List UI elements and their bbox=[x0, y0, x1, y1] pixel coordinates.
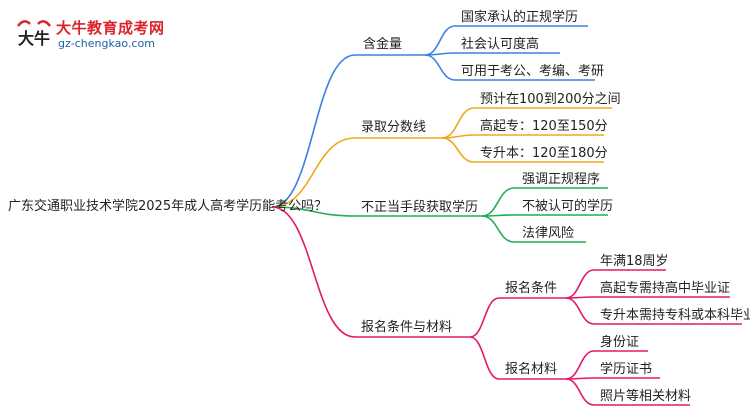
edge-value-3 bbox=[424, 54, 456, 81]
leaf-improper-2: 不被认可的学历 bbox=[522, 199, 614, 214]
leaf-score-2: 高起专：120至150分 bbox=[480, 119, 608, 134]
edge-value-1 bbox=[424, 25, 456, 56]
edge-improper-3 bbox=[481, 215, 515, 243]
leaf-score-3: 专升本：120至180分 bbox=[480, 146, 608, 161]
leaf-improper-3: 法律风险 bbox=[522, 226, 575, 241]
edge-score-1 bbox=[441, 107, 475, 139]
leaf-score-1: 预计在100到200分之间 bbox=[480, 92, 621, 107]
edge-root-application bbox=[271, 206, 356, 338]
edge-app-conditions bbox=[469, 297, 500, 338]
logo-mark-text: 大牛 bbox=[18, 29, 50, 48]
edge-root-improper bbox=[271, 206, 356, 217]
edge-mat-1 bbox=[565, 350, 595, 380]
branch-improper: 不正当手段获取学历 bbox=[361, 200, 479, 215]
edge-app-materials bbox=[469, 336, 500, 380]
edge-mat-3 bbox=[565, 378, 595, 406]
site-logo[interactable]: 大牛 大牛教育成考网 gz-chengkao.com bbox=[14, 14, 194, 54]
logo-url: gz-chengkao.com bbox=[58, 37, 155, 50]
leaf-cond-2: 高起专需持高中毕业证 bbox=[600, 281, 731, 296]
sub-materials: 报名材料 bbox=[505, 362, 558, 377]
edge-root-score bbox=[271, 137, 356, 208]
leaf-mat-2: 学历证书 bbox=[600, 362, 653, 377]
edge-improper-1 bbox=[481, 187, 515, 217]
leaf-cond-1: 年满18周岁 bbox=[600, 254, 669, 269]
leaf-cond-3: 专升本需持专科或本科毕业证 bbox=[600, 308, 750, 323]
leaf-mat-1: 身份证 bbox=[600, 335, 640, 350]
branch-score: 录取分数线 bbox=[361, 120, 427, 135]
edge-score-3 bbox=[441, 137, 475, 163]
edge-cond-1 bbox=[565, 269, 595, 299]
branch-value: 含金量 bbox=[363, 37, 403, 52]
logo-title: 大牛教育成考网 bbox=[56, 19, 165, 37]
edge-cond-3 bbox=[565, 297, 595, 325]
branch-application: 报名条件与材料 bbox=[361, 320, 453, 335]
edge-root-value bbox=[271, 54, 356, 208]
leaf-value-3: 可用于考公、考编、考研 bbox=[461, 64, 605, 79]
leaf-value-2: 社会认可度高 bbox=[461, 37, 540, 52]
root-topic: 广东交通职业技术学院2025年成人高考学历能考公吗？ bbox=[8, 199, 328, 214]
bull-logo-icon: 大牛 bbox=[17, 20, 51, 48]
leaf-value-1: 国家承认的正规学历 bbox=[461, 10, 579, 25]
leaf-improper-1: 强调正规程序 bbox=[522, 172, 601, 187]
sub-conditions: 报名条件 bbox=[505, 281, 558, 296]
leaf-mat-3: 照片等相关材料 bbox=[600, 389, 692, 404]
